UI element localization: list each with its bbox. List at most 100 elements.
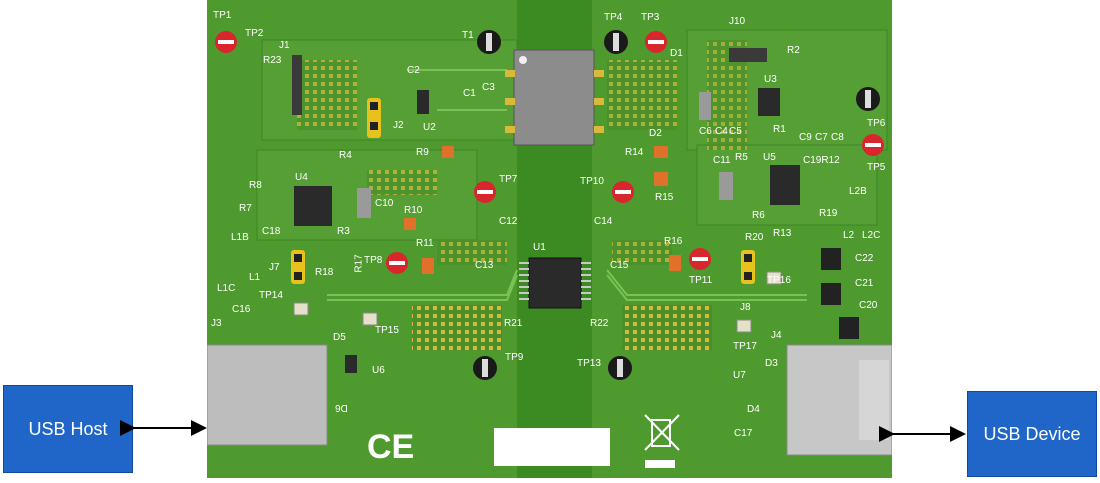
label-c7: C7: [815, 132, 828, 143]
cap-c11: [719, 172, 733, 200]
cap-c20: [839, 317, 859, 339]
label-u7: U7: [733, 370, 746, 381]
label-sticker: [494, 428, 610, 466]
label-tp10: TP10: [580, 176, 604, 187]
label-u5: U5: [763, 152, 776, 163]
label-j3: J3: [211, 318, 222, 329]
label-c22: C22: [855, 253, 874, 264]
label-r15: R15: [655, 192, 674, 203]
label-tp17: TP17: [733, 341, 757, 352]
label-r2: R2: [787, 45, 800, 56]
label-tp7: TP7: [499, 174, 518, 185]
label-tp8: TP8: [364, 255, 383, 266]
label-c12: C12: [499, 216, 518, 227]
test-points-black: [473, 30, 880, 380]
ce-mark: CE: [367, 428, 414, 466]
label-r17: R17: [353, 254, 365, 273]
usb-device-box: USB Device: [967, 391, 1097, 477]
usb-device-label: USB Device: [983, 423, 1081, 444]
label-c6: C6: [699, 126, 712, 137]
label-r23: R23: [263, 55, 282, 66]
label-c1: C1: [463, 88, 476, 99]
label-r4: R4: [339, 150, 352, 161]
label-u4: U4: [295, 172, 308, 183]
label-r9: R9: [416, 147, 429, 158]
label-r16: R16: [664, 236, 683, 247]
label-c18: C18: [262, 226, 281, 237]
label-c17: C17: [734, 428, 753, 439]
label-r6: R6: [752, 210, 765, 221]
label-c14: C14: [594, 216, 613, 227]
label-d2: D2: [649, 128, 662, 139]
label-r5: R5: [735, 152, 748, 163]
label-r21: R21: [504, 318, 523, 329]
cap-c10: [357, 188, 371, 218]
pcb-artwork: CE: [206, 0, 893, 478]
cap-c21: [821, 283, 841, 305]
label-u2: U2: [423, 122, 436, 133]
label-d1: D1: [670, 48, 683, 59]
label-t1: T1: [462, 30, 474, 41]
label-r20: R20: [745, 232, 764, 243]
transformer-t1: [513, 49, 595, 146]
label-j7: J7: [269, 262, 280, 273]
label-l1c: L1C: [217, 283, 236, 294]
usb-host-label: USB Host: [28, 418, 108, 439]
label-c21: C21: [855, 278, 874, 289]
label-u6: U6: [372, 365, 385, 376]
label-c16: C16: [232, 304, 251, 315]
label-d6: D6: [335, 402, 348, 413]
label-l2b: L2B: [849, 186, 867, 197]
chip-u5: [770, 165, 800, 205]
label-l2c: L2C: [862, 230, 881, 241]
label-tp6: TP6: [867, 118, 886, 129]
label-j1: J1: [279, 40, 290, 51]
label-c3: C3: [482, 82, 495, 93]
usb-connector-host: [206, 344, 328, 446]
label-r1: R1: [773, 124, 786, 135]
label-u3: U3: [764, 74, 777, 85]
label-c5: C5: [729, 126, 742, 137]
label-tp16: TP16: [767, 275, 791, 286]
weee-bin-icon: [644, 414, 680, 451]
chip-u3: [758, 88, 780, 116]
pcb-labels: TP1 TP2 J1 R23 J2 U2 C2 C1 C3 T1 TP4 TP3…: [207, 0, 892, 478]
label-c10: C10: [375, 198, 394, 209]
label-u1: U1: [533, 242, 546, 253]
label-tp15: TP15: [375, 325, 399, 336]
label-j10: J10: [729, 16, 746, 27]
label-tp14: TP14: [259, 290, 283, 301]
label-tp4: TP4: [604, 12, 623, 23]
label-r3: R3: [337, 226, 350, 237]
label-r8: R8: [249, 180, 262, 191]
label-r7: R7: [239, 203, 252, 214]
label-d4: D4: [747, 404, 760, 415]
usb-host-box: USB Host: [3, 385, 133, 473]
label-l1: L1: [249, 272, 261, 283]
label-j4: J4: [771, 330, 782, 341]
chip-u2: [417, 90, 429, 114]
label-j8: J8: [740, 302, 751, 313]
label-c20: C20: [859, 300, 878, 311]
chip-u4: [294, 186, 332, 226]
label-r22: R22: [590, 318, 609, 329]
label-tp11: TP11: [689, 275, 713, 286]
label-tp1: TP1: [213, 10, 232, 21]
label-l1b: L1B: [231, 232, 249, 243]
label-l2: L2: [843, 230, 855, 241]
label-c4: C4: [715, 126, 728, 137]
label-d5: D5: [333, 332, 346, 343]
label-tp9: TP9: [505, 352, 524, 363]
label-c2: C2: [407, 65, 420, 76]
label-r13: R13: [773, 228, 792, 239]
label-tp3: TP3: [641, 12, 660, 23]
cap-c22: [821, 248, 841, 270]
label-j2: J2: [393, 120, 404, 131]
test-points-red: [215, 31, 884, 274]
label-c13: C13: [475, 260, 494, 271]
label-c11: C11: [713, 155, 731, 166]
cap-c6: [699, 92, 711, 120]
label-tp2: TP2: [245, 28, 264, 39]
chip-u6: [345, 355, 357, 373]
label-c9: C9: [799, 132, 812, 143]
